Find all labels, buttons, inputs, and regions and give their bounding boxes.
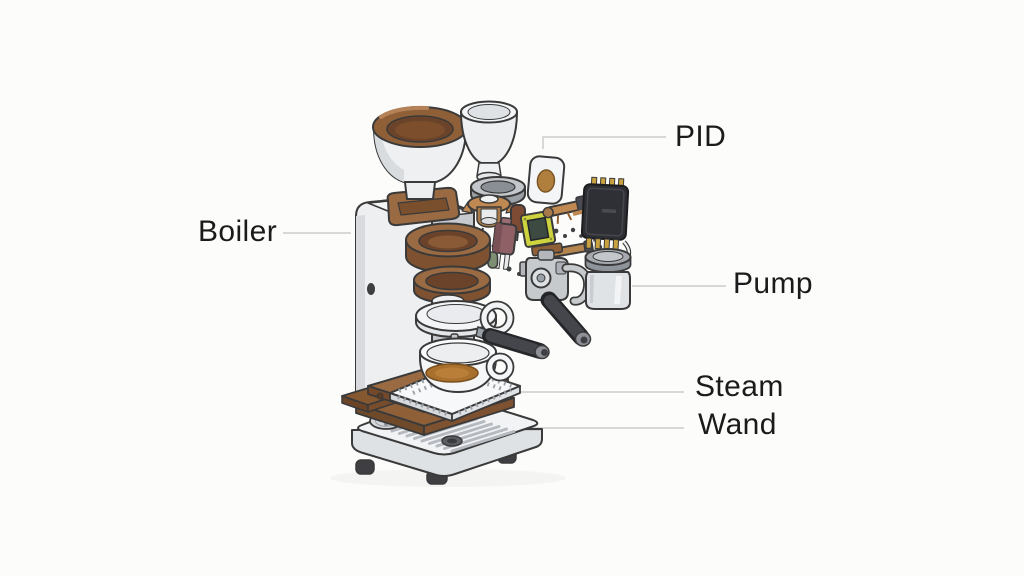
grinder-collar (386, 186, 461, 227)
portafilter-handle (475, 326, 550, 360)
label-boiler: Boiler (198, 215, 278, 248)
steam-wand-handle (540, 291, 592, 347)
label-wand: Wand (698, 408, 777, 441)
pump-canister (584, 248, 632, 310)
funnel-cup (460, 100, 518, 183)
pcb-module (519, 210, 557, 248)
pid-leader-line (542, 136, 666, 149)
thermostat-sensor (526, 155, 566, 205)
bean-hopper (372, 105, 468, 183)
group-head (415, 294, 515, 338)
label-steam: Steam (695, 370, 784, 403)
pid-pins-bottom (585, 237, 620, 251)
pid-controller (580, 176, 630, 251)
ground-shadow (330, 469, 566, 487)
steam-valve (519, 242, 593, 347)
leader-lines (283, 136, 726, 429)
grinder-burr-rings (405, 222, 491, 304)
power-switch (491, 216, 518, 271)
espresso-cup (419, 337, 515, 393)
label-pid: PID (675, 120, 727, 153)
power-button (367, 283, 375, 295)
label-pump: Pump (733, 267, 813, 300)
copper-valve-fitting (542, 195, 589, 224)
